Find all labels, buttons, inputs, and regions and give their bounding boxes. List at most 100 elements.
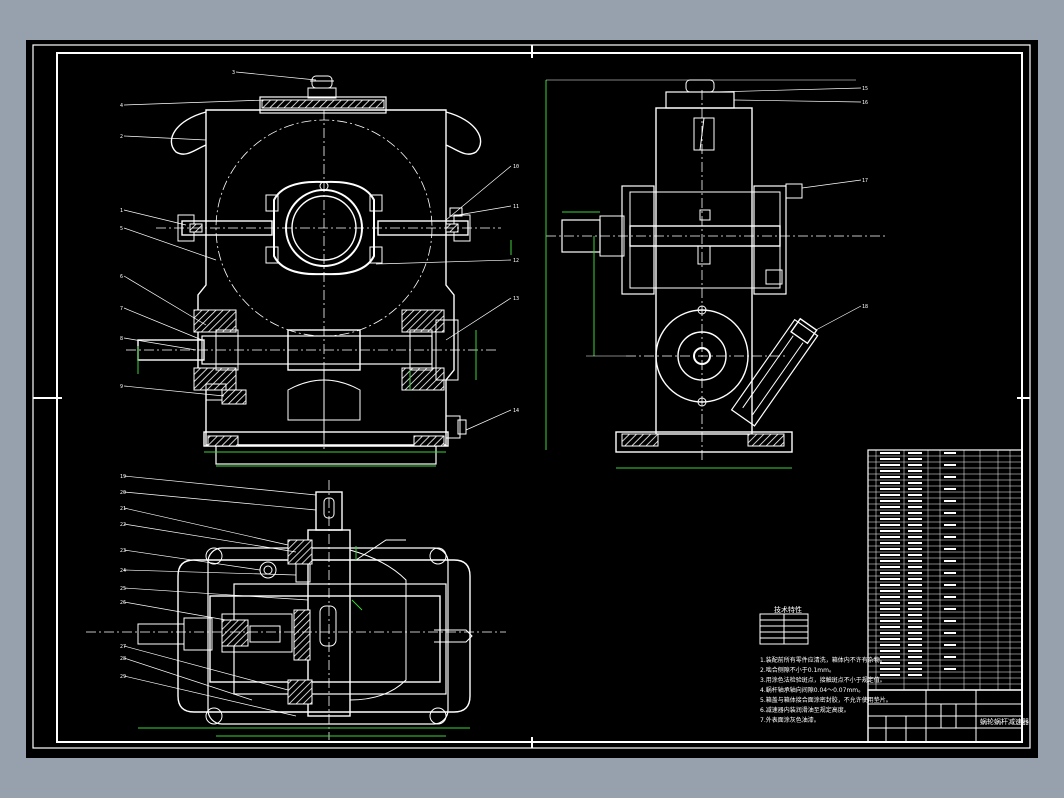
parts-list-cell-text — [908, 458, 922, 460]
parts-list-cell-text — [944, 608, 956, 610]
parts-list-cell-text — [880, 464, 900, 466]
parts-list-cell-text — [944, 500, 956, 502]
parts-list-cell-text — [944, 524, 956, 526]
parts-list-cell-text — [880, 506, 900, 508]
parts-list-cell-text — [908, 578, 922, 580]
parts-list-cell-text — [908, 608, 922, 610]
parts-list-cell-text — [880, 470, 900, 472]
parts-list-cell-text — [908, 572, 922, 574]
parts-list-cell-text — [944, 620, 956, 622]
parts-list-cell-text — [880, 482, 900, 484]
parts-list-cell-text — [908, 596, 922, 598]
parts-list-cell-text — [880, 554, 900, 556]
svg-text:23: 23 — [120, 548, 126, 554]
parts-list-cell-text — [908, 590, 922, 592]
parts-list-cell-text — [880, 524, 900, 526]
centering-marks — [33, 45, 1030, 748]
svg-text:17: 17 — [862, 178, 868, 184]
parts-list-cell-text — [880, 488, 900, 490]
parts-list-cell-text — [908, 620, 922, 622]
parts-list-cell-text — [908, 614, 922, 616]
note-line: 1.装配前所有零件应清洗，箱体内不许有杂物。 — [760, 656, 886, 664]
parts-list — [867, 449, 1023, 691]
parts-list-cell-text — [880, 530, 900, 532]
parts-list-cell-text — [908, 500, 922, 502]
svg-text:20: 20 — [120, 490, 126, 496]
parts-list-cell-text — [880, 602, 900, 604]
parts-list-cell-text — [944, 668, 956, 670]
parts-list-cell-text — [880, 668, 900, 670]
svg-text:10: 10 — [513, 164, 519, 170]
parts-list-cell-text — [880, 638, 900, 640]
svg-text:29: 29 — [120, 674, 126, 680]
parts-list-cell-text — [880, 548, 900, 550]
parts-list-cell-text — [908, 452, 922, 454]
parts-list-cell-text — [880, 656, 900, 658]
svg-text:19: 19 — [120, 474, 126, 480]
svg-text:2: 2 — [120, 134, 123, 140]
tech-title: 技术特性 — [774, 605, 802, 614]
parts-list-cell-text — [880, 596, 900, 598]
parts-list-cell-text — [908, 566, 922, 568]
parts-list-cell-text — [908, 554, 922, 556]
svg-text:28: 28 — [120, 656, 126, 662]
svg-text:26: 26 — [120, 600, 126, 606]
parts-list-cell-text — [944, 548, 956, 550]
parts-list-cell-text — [944, 476, 956, 478]
parts-list-cell-text — [880, 584, 900, 586]
parts-list-cell-text — [880, 620, 900, 622]
parts-list-cell-text — [880, 572, 900, 574]
svg-text:3: 3 — [232, 70, 235, 76]
parts-list-cell-text — [908, 548, 922, 550]
parts-list-cell-text — [908, 530, 922, 532]
parts-list-cell-text — [908, 536, 922, 538]
parts-list-cell-text — [944, 584, 956, 586]
tech-specs: 技术特性 1.装配前所有零件应清洗，箱体内不许有杂物。 2.啮合侧隙不小于0.1… — [759, 605, 892, 724]
parts-list-cell-text — [880, 458, 900, 460]
parts-list-cell-text — [880, 590, 900, 592]
parts-list-cell-text — [944, 644, 956, 646]
note-line: 2.啮合侧隙不小于0.1mm。 — [760, 666, 835, 674]
note-line: 7.外表面涂灰色油漆。 — [760, 716, 820, 724]
parts-list-cell-text — [944, 560, 956, 562]
note-line: 3.用涂色法检验斑点，接触斑点不小于规定值。 — [760, 676, 886, 684]
svg-text:8: 8 — [120, 336, 123, 342]
parts-list-cell-text — [944, 464, 956, 466]
svg-text:6: 6 — [120, 274, 123, 280]
svg-text:1: 1 — [120, 208, 123, 214]
note-line: 6.减速器内装润滑油至规定高度。 — [760, 706, 850, 714]
svg-text:13: 13 — [513, 296, 519, 302]
parts-list-cell-text — [908, 476, 922, 478]
parts-list-cell-text — [908, 470, 922, 472]
parts-list-cell-text — [908, 656, 922, 658]
parts-list-cell-text — [908, 632, 922, 634]
parts-list-cell-text — [944, 656, 956, 658]
svg-text:11: 11 — [513, 204, 519, 210]
note-line: 4.蜗杆轴承轴向间隙0.04～0.07mm。 — [760, 686, 864, 694]
svg-text:14: 14 — [513, 408, 519, 414]
parts-list-cell-text — [880, 674, 900, 676]
svg-text:15: 15 — [862, 86, 868, 92]
parts-list-cell-text — [908, 524, 922, 526]
parts-list-cell-text — [908, 518, 922, 520]
parts-list-cell-text — [880, 626, 900, 628]
drawing-name: 蜗轮蜗杆减速器 — [980, 717, 1029, 726]
parts-list-cell-text — [944, 536, 956, 538]
parts-list-cell-text — [880, 650, 900, 652]
parts-list-cell-text — [944, 512, 956, 514]
parts-list-cell-text — [908, 488, 922, 490]
parts-list-cell-text — [908, 464, 922, 466]
parts-list-cell-text — [908, 668, 922, 670]
parts-list-cell-text — [880, 632, 900, 634]
parts-list-cell-text — [880, 500, 900, 502]
svg-text:4: 4 — [120, 103, 123, 109]
svg-text:12: 12 — [513, 258, 519, 264]
parts-list-cell-text — [880, 536, 900, 538]
outer-frame — [32, 44, 1031, 749]
parts-list-cell-text — [908, 584, 922, 586]
